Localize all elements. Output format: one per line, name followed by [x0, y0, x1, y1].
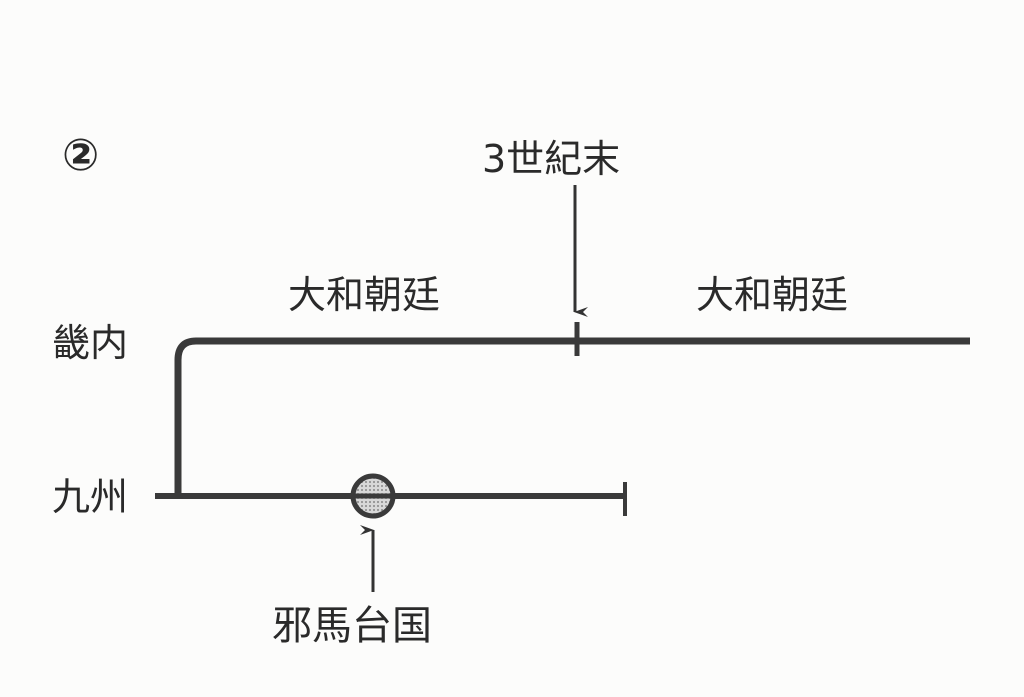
kinai-line: [174, 337, 970, 495]
marker-label: 邪馬台国: [272, 603, 432, 649]
region-label-kinai: 畿内: [52, 321, 129, 365]
figure-number: ②: [62, 130, 100, 181]
period-label-left: 大和朝廷: [288, 273, 441, 317]
period-label-right: 大和朝廷: [696, 273, 849, 317]
yamatai-marker: [350, 473, 396, 519]
event-label: 3世紀末: [482, 137, 621, 181]
region-label-kyushu: 九州: [52, 475, 129, 519]
